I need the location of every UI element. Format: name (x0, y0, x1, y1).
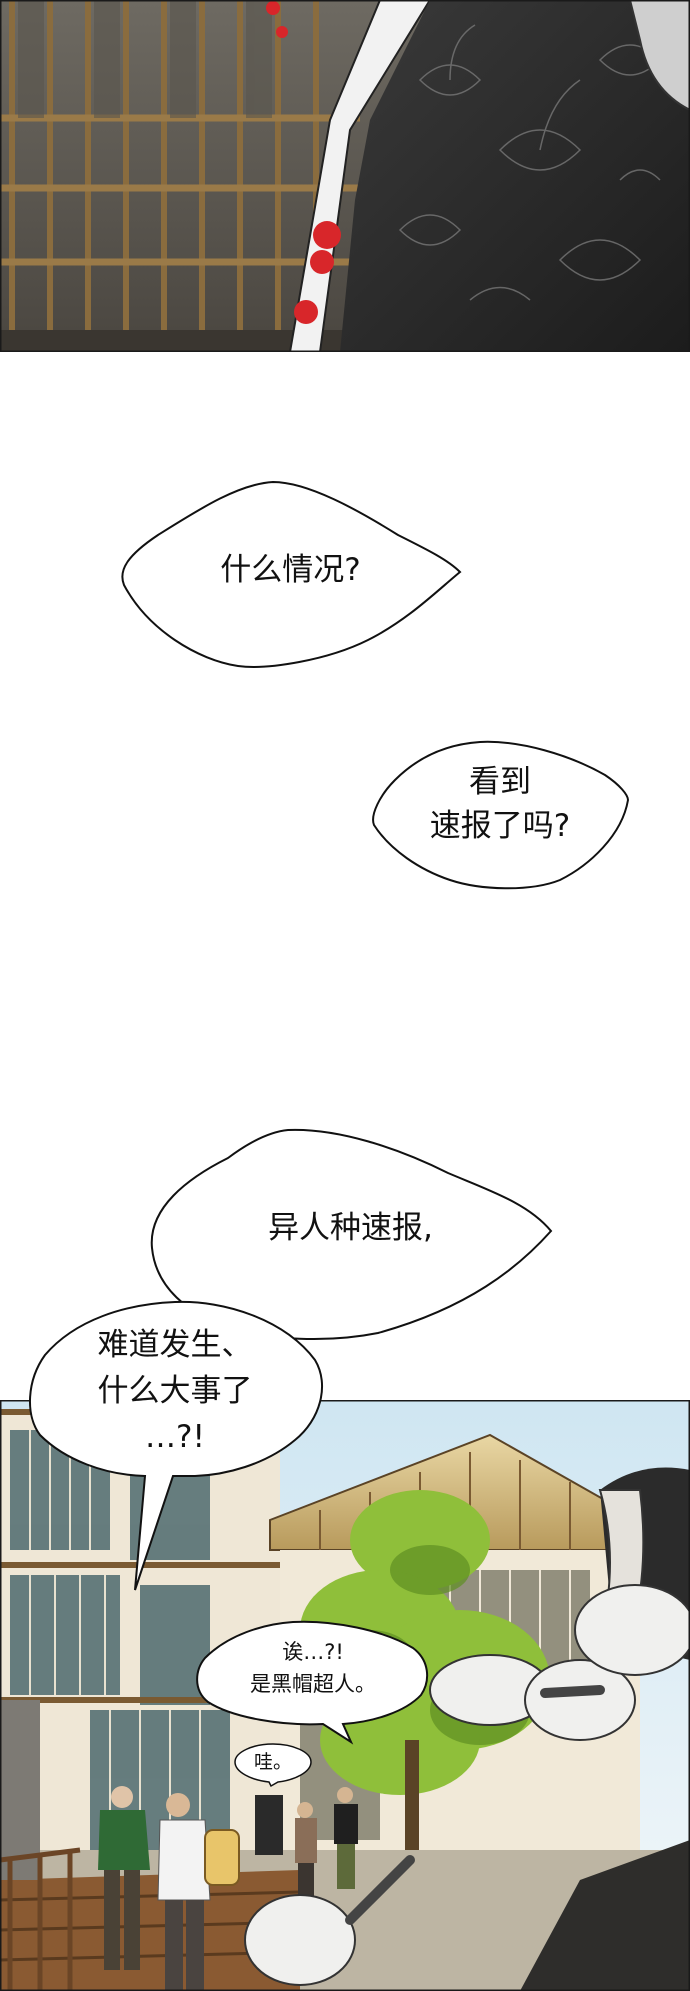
panel-top-art (0, 0, 690, 352)
speech-bubble-what-happened: 什么情况? (118, 480, 463, 670)
bubble-line: 诶…?! (282, 1640, 344, 1664)
bubble-text: 哇。 (233, 1750, 313, 1774)
bubble-line: 难道发生、 (97, 1327, 253, 1363)
speech-bubble-seen-bulletin: 看到 速报了吗? (370, 740, 630, 892)
speech-bubble-bulletin: 异人种速报, (148, 1128, 553, 1343)
bubble-shape (29, 1300, 324, 1591)
bubble-line: 什么大事了 (97, 1373, 253, 1409)
person-background-2 (334, 1787, 358, 1889)
speech-bubble-black-hat: 诶…?! 是黑帽超人。 (193, 1620, 433, 1745)
speech-bubble-big-event: 难道发生、 什么大事了 …?! (25, 1300, 325, 1595)
bubble-shape (121, 480, 462, 668)
bubble-line: 看到 (469, 764, 531, 800)
bubble-text: 什么情况? (118, 550, 463, 590)
bubble-text: 异人种速报, (148, 1208, 553, 1248)
bubble-text: 难道发生、 什么大事了 …?! (25, 1322, 325, 1460)
speech-bubble-wow: 哇。 (233, 1742, 313, 1788)
bubble-line: 速报了吗? (429, 808, 571, 844)
bubble-shape (196, 1620, 429, 1745)
person-green-jacket (98, 1786, 150, 1970)
person-background-1 (295, 1802, 317, 1903)
bubble-shape (234, 1743, 312, 1788)
bubble-line: …?! (145, 1419, 205, 1455)
person-white-shirt (157, 1793, 240, 1990)
bubble-line: 异人种速报, (268, 1210, 433, 1246)
bubble-text: 看到 速报了吗? (370, 760, 630, 848)
bubble-shape (372, 740, 630, 890)
panel-top (0, 0, 690, 352)
bubble-shape (150, 1128, 553, 1340)
bubble-line: 哇。 (253, 1751, 292, 1773)
bubble-line: 什么情况? (220, 552, 361, 588)
bubble-text: 诶…?! 是黑帽超人。 (193, 1636, 433, 1700)
bubble-line: 是黑帽超人。 (250, 1672, 376, 1696)
